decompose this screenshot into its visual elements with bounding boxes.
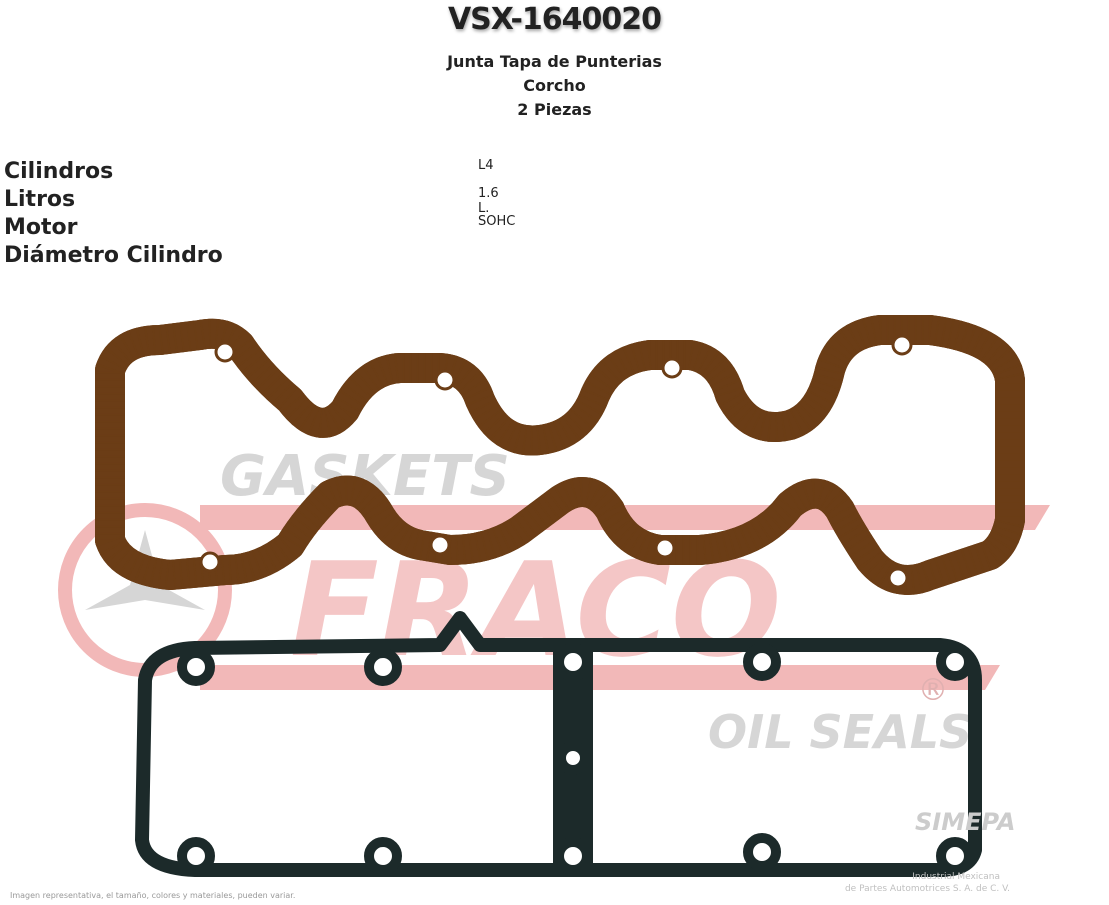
spec-value: L4 (478, 158, 494, 173)
disclaimer: Imagen representativa, el tamaño, colore… (10, 891, 295, 900)
rubber-gasket (135, 611, 982, 877)
spec-row-diametro: Diámetro Cilindro (4, 242, 223, 270)
product-description: Junta Tapa de Punterias Corcho 2 Piezas (0, 50, 1109, 122)
description-line: 2 Piezas (517, 100, 592, 119)
spec-label: Diámetro Cilindro (4, 243, 223, 268)
spec-row-cilindros: Cilindros L4 (4, 158, 494, 186)
registered-mark: ® (918, 673, 948, 708)
partner-line: de Partes Automotrices S. A. de C. V. (845, 884, 1010, 894)
watermark-oil-seals: OIL SEALS (708, 705, 972, 759)
partner-line: Industrial Mexicana (912, 872, 1000, 882)
cork-gasket (95, 315, 1025, 589)
spec-value: SOHC (478, 214, 516, 229)
description-line: Junta Tapa de Punterias (447, 52, 662, 71)
rubber-bolt-holes (177, 643, 974, 875)
spec-row-litros: Litros 1.6 L. (4, 186, 499, 216)
product-image: GASKETS FRACO ® OIL SEALS SIMEPA Industr… (10, 315, 1050, 900)
specs-table: Cilindros L4 Litros 1.6 L. Motor SOHC Di… (4, 158, 515, 270)
spec-row-motor: Motor SOHC (4, 214, 515, 242)
spec-label: Litros (4, 187, 76, 212)
cork-bolt-holes (199, 334, 913, 589)
spec-value: 1.6 L. (478, 186, 499, 216)
simepa-logo: SIMEPA Industrial Mexicana de Partes Aut… (845, 808, 1015, 894)
spec-label: Motor (4, 215, 78, 240)
partner-logo-text: SIMEPA (915, 808, 1015, 836)
description-line: Corcho (523, 76, 586, 95)
spec-label: Cilindros (4, 159, 114, 184)
product-code: VSX-1640020 (447, 2, 662, 37)
